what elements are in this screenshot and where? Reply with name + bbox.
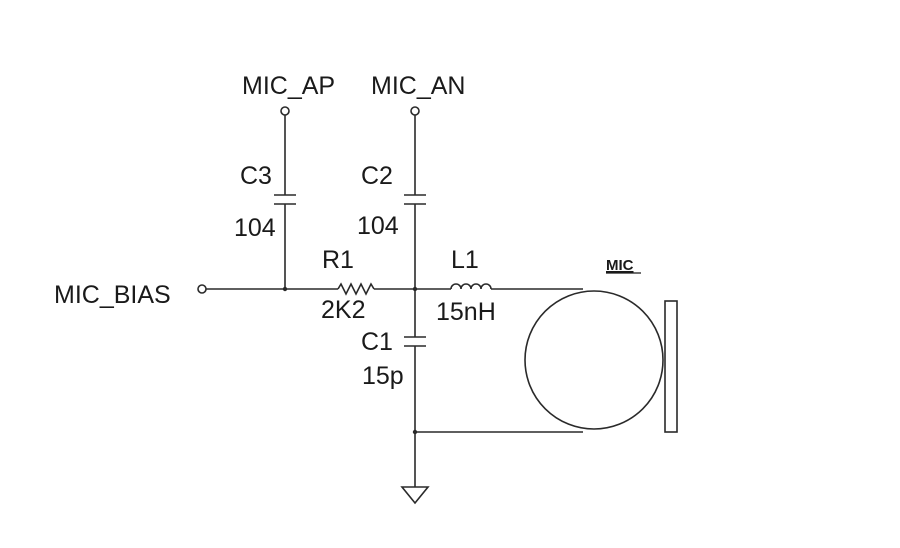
r1-ref-label: R1 [322, 246, 354, 274]
net-label-mic-bias: MIC_BIAS [54, 281, 171, 309]
net-label-mic-ap: MIC_AP [242, 72, 335, 100]
c1-ref-label: C1 [361, 328, 393, 356]
r1-value-label: 2K2 [321, 296, 365, 324]
ground-symbol [400, 432, 430, 505]
c3-ref-label: C3 [240, 162, 272, 190]
c3-value-label: 104 [234, 214, 276, 242]
net-label-mic-an: MIC_AN [371, 72, 465, 100]
terminal-mic-ap [280, 106, 290, 116]
capacitor-c1 [404, 289, 426, 432]
l1-ref-label: L1 [451, 246, 479, 274]
c1-value-label: 15p [362, 362, 404, 390]
inductor-l1 [415, 283, 583, 290]
c2-ref-label: C2 [361, 162, 393, 190]
microphone-symbol [524, 290, 678, 433]
capacitor-c2 [404, 115, 426, 289]
mic-ref-label: MIC [606, 257, 634, 274]
capacitor-c3 [274, 115, 296, 289]
junction-dot [282, 286, 288, 292]
l1-value-label: 15nH [436, 298, 496, 326]
c2-value-label: 104 [357, 212, 399, 240]
terminal-mic-bias [197, 284, 207, 294]
resistor-r1 [206, 282, 415, 296]
terminal-mic-an [410, 106, 420, 116]
